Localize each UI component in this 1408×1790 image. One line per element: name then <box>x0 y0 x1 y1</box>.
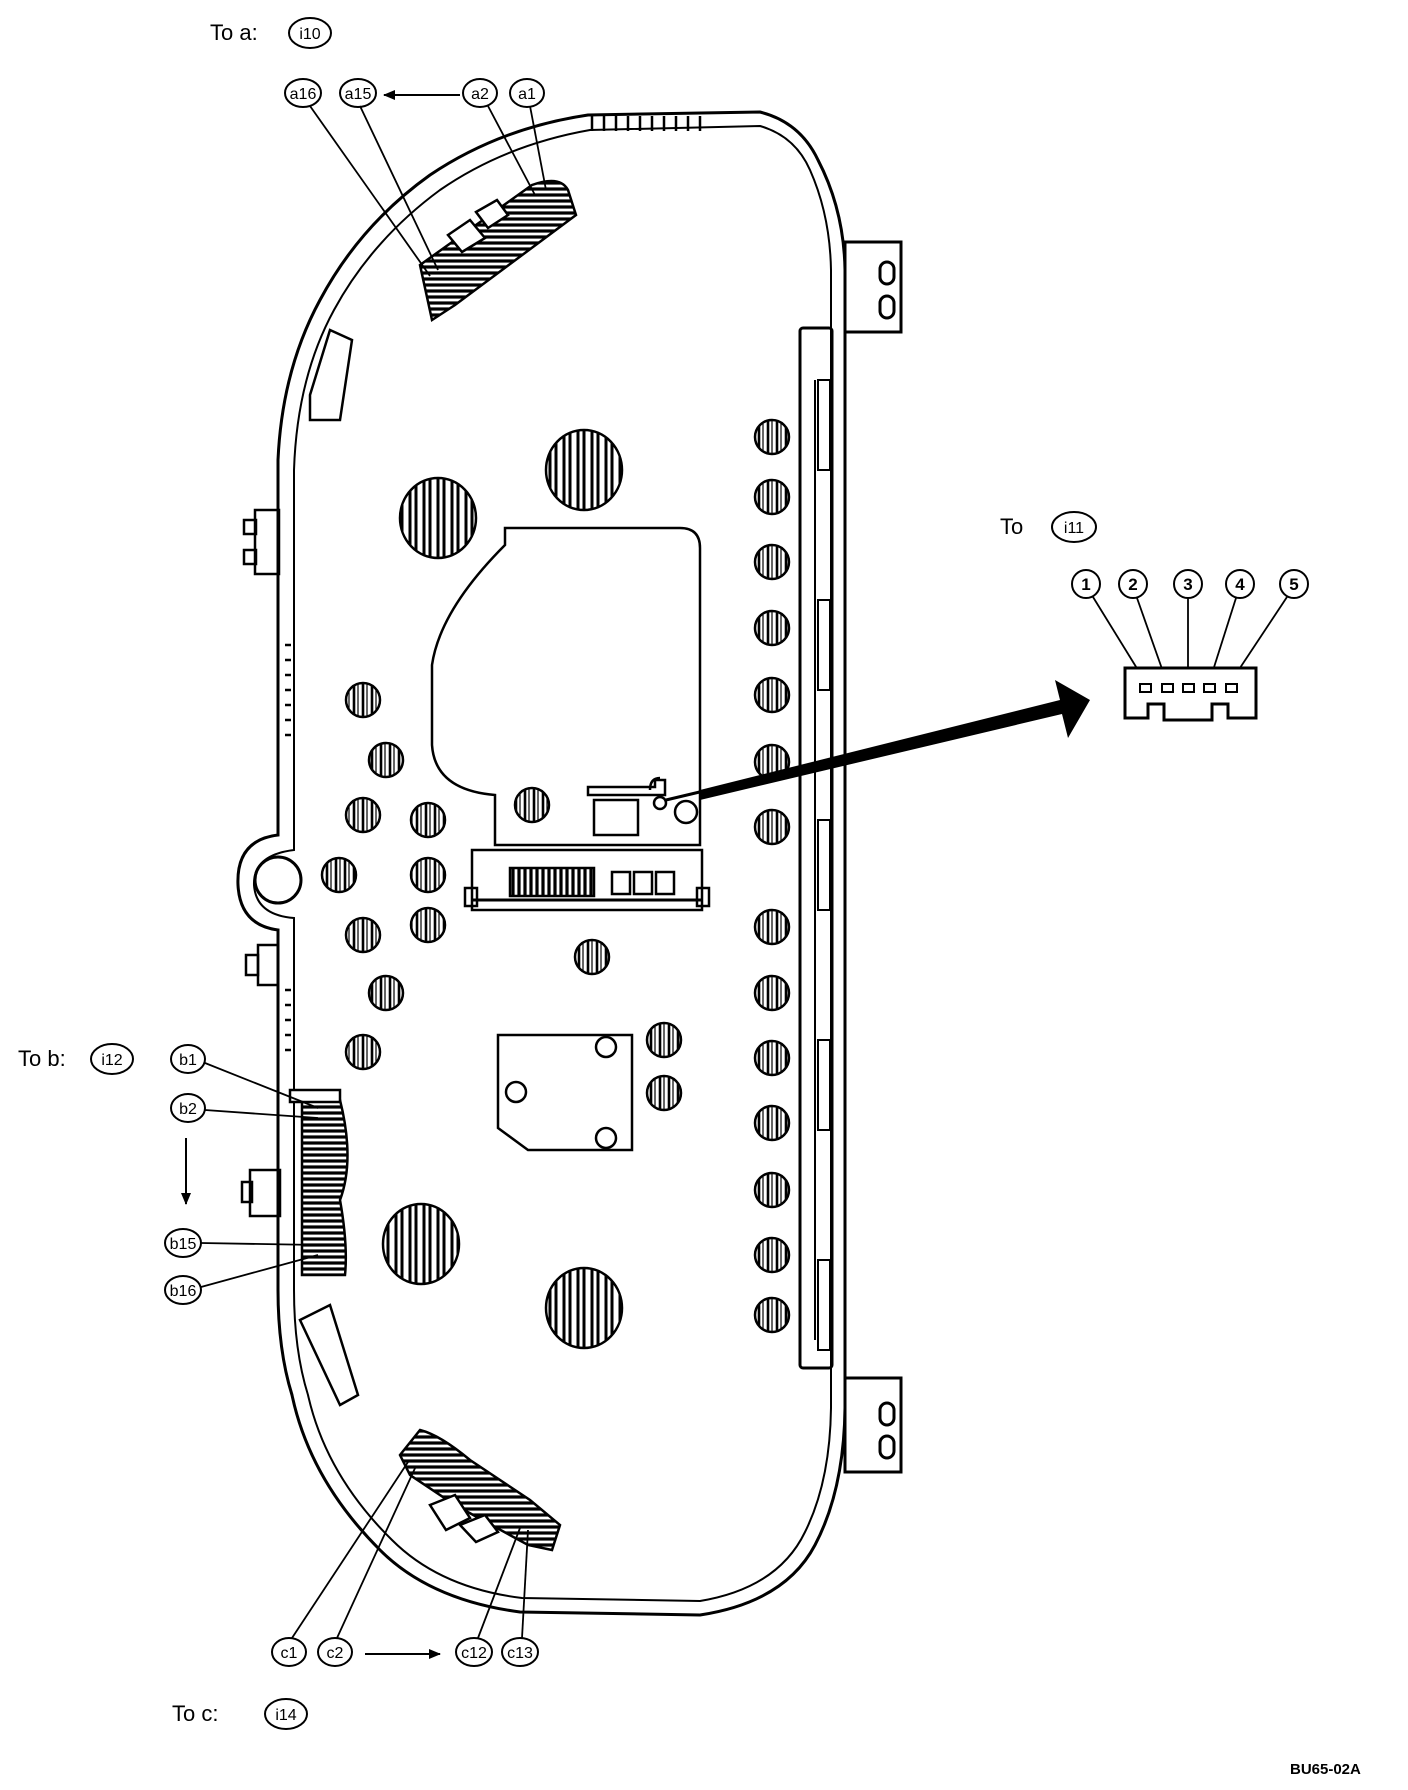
pin-label-b15: b15 <box>170 1236 197 1253</box>
pin-label-c12: c12 <box>461 1645 487 1662</box>
pin-label-c13: c13 <box>507 1645 533 1662</box>
left-side-clips <box>240 328 360 1407</box>
connector-i11-housing <box>1123 666 1258 722</box>
pin-label-a2: a2 <box>471 86 489 103</box>
lower-center-plate <box>496 1033 634 1152</box>
connector-c-callouts: c1 c2 c12 c13 To c: i14 <box>172 1461 539 1730</box>
leader-c1 <box>291 1461 409 1639</box>
leader-a15 <box>359 105 439 271</box>
connector-a-plug <box>418 179 578 323</box>
pin-label-b2: b2 <box>179 1101 197 1118</box>
leader-a1 <box>529 105 547 191</box>
connector-a-callouts: To a: i10 a16 a15 a2 a1 <box>210 17 547 277</box>
connector-i11-ref: i11 <box>1064 520 1084 537</box>
leader-c12 <box>477 1527 521 1639</box>
pin-label-i11-4: 4 <box>1235 575 1245 594</box>
connector-a-prefix: To a: <box>210 20 258 45</box>
figure-code: BU65-02A <box>1290 1761 1361 1778</box>
connector-i11-pointer <box>665 680 1090 802</box>
leader-b16 <box>200 1254 319 1288</box>
mounting-tab-lower-right <box>843 1376 903 1474</box>
connector-c-ref: i14 <box>275 1707 296 1724</box>
connector-b-ref: i12 <box>101 1052 122 1069</box>
pin-label-a1: a1 <box>518 86 536 103</box>
display-window <box>430 526 702 847</box>
connector-i11-socket <box>463 776 711 912</box>
connector-c-plug <box>398 1428 562 1552</box>
pin-label-c1: c1 <box>281 1645 298 1662</box>
pin-label-i11-5: 5 <box>1289 575 1298 594</box>
connector-b-prefix: To b: <box>18 1046 66 1071</box>
leader-c2 <box>336 1465 417 1639</box>
mounting-tab-upper-right <box>843 240 903 334</box>
leader-b15 <box>200 1242 319 1246</box>
right-side-rail <box>798 326 834 1370</box>
leader-b1 <box>204 1062 319 1109</box>
pin-label-b1: b1 <box>179 1052 197 1069</box>
pin-label-i11-1: 1 <box>1081 575 1090 594</box>
connector-i11-prefix: To <box>1000 514 1023 539</box>
connector-i11-detail: To i11 1 2 3 4 5 <box>1000 511 1309 722</box>
leader-a2 <box>487 105 536 196</box>
connector-c-prefix: To c: <box>172 1701 218 1726</box>
pin-label-i11-3: 3 <box>1183 575 1192 594</box>
pin-label-a15: a15 <box>345 86 372 103</box>
leader-a16 <box>309 105 431 277</box>
pin-label-c2: c2 <box>327 1645 344 1662</box>
connector-b-plug <box>288 1088 349 1277</box>
connector-b-callouts: To b: i12 b1 b2 b15 b16 <box>18 1043 319 1305</box>
pin-label-b16: b16 <box>170 1283 197 1300</box>
pin-label-a16: a16 <box>290 86 317 103</box>
leader-c13 <box>521 1529 529 1639</box>
bulb-sockets <box>320 418 791 1350</box>
leader-b2 <box>204 1109 319 1119</box>
pin-circles-i11 <box>1071 569 1309 599</box>
connector-a-ref: i10 <box>299 26 320 43</box>
pin-label-i11-2: 2 <box>1128 575 1137 594</box>
